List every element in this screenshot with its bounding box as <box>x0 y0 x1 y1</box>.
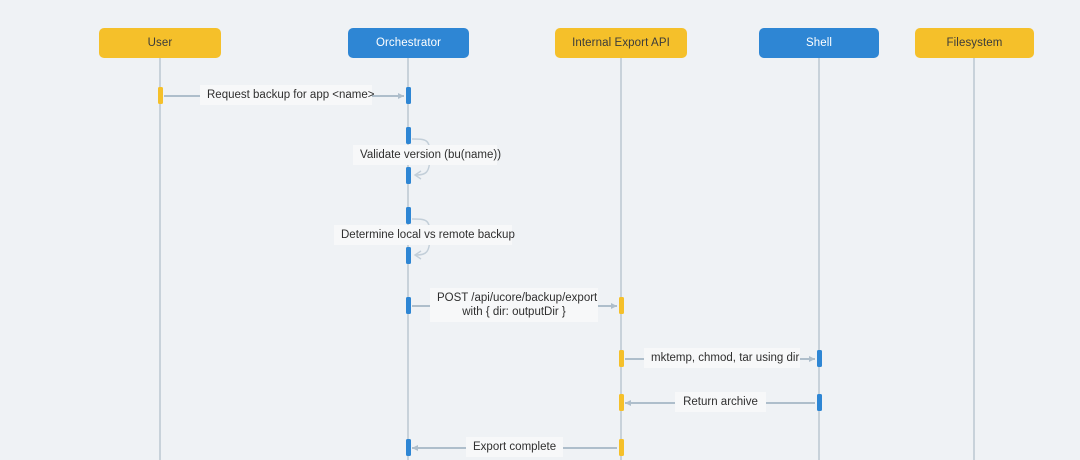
activation-bar-orch <box>405 207 411 224</box>
activation-bar-user <box>157 87 163 104</box>
message-text-line: Request backup for app <name> <box>207 89 375 101</box>
participant-label: Filesystem <box>946 37 1003 49</box>
message-label: mktemp, chmod, tar using dir <box>644 348 800 368</box>
message-text-line: Export complete <box>473 441 557 453</box>
message-label: Determine local vs remote backup <box>334 225 515 245</box>
lifeline-fs <box>973 58 975 460</box>
lifeline-shell <box>818 58 820 460</box>
activation-bar-api <box>618 439 624 456</box>
participant-label: User <box>147 37 173 49</box>
participant-user[interactable]: User <box>99 28 221 58</box>
activation-bar-orch <box>405 247 411 264</box>
activation-bar-api <box>618 297 624 314</box>
message-label: Export complete <box>466 437 563 457</box>
participant-shell[interactable]: Shell <box>759 28 879 58</box>
message-arrow-head <box>625 399 631 406</box>
participant-fs[interactable]: Filesystem <box>915 28 1034 58</box>
participant-label: Shell <box>805 37 833 49</box>
participant-api[interactable]: Internal Export API <box>555 28 687 58</box>
message-label: Return archive <box>675 392 766 412</box>
activation-bar-shell <box>816 350 822 367</box>
activation-bar-api <box>618 350 624 367</box>
lifeline-api <box>620 58 622 460</box>
message-label: Request backup for app <name> <box>200 85 375 105</box>
lifeline-user <box>159 58 161 460</box>
message-text-line: with { dir: outputDir } <box>462 306 566 318</box>
activation-bar-orch <box>405 297 411 314</box>
message-arrow-head <box>611 302 617 309</box>
activation-bar-orch <box>405 439 411 456</box>
participant-label: Orchestrator <box>375 37 442 49</box>
participant-label: Internal Export API <box>572 37 670 49</box>
activation-bar-orch <box>405 87 411 104</box>
message-label: POST /api/ucore/backup/export with { dir:… <box>430 288 598 322</box>
activation-bar-orch <box>405 167 411 184</box>
message-label: Validate version (bu(name)) <box>353 145 501 165</box>
message-arrow-head <box>809 355 815 362</box>
message-arrow-head <box>412 444 418 451</box>
activation-bar-api <box>618 394 624 411</box>
message-text-line: POST /api/ucore/backup/export <box>437 292 598 304</box>
message-text-line: Determine local vs remote backup <box>341 229 515 241</box>
message-arrow-head <box>398 92 404 99</box>
activation-bar-shell <box>816 394 822 411</box>
message-text-line: Return archive <box>683 396 758 408</box>
message-text-line: Validate version (bu(name)) <box>360 149 502 161</box>
message-text-line: mktemp, chmod, tar using dir <box>651 352 800 364</box>
activation-bar-orch <box>405 127 411 144</box>
participant-orch[interactable]: Orchestrator <box>348 28 469 58</box>
